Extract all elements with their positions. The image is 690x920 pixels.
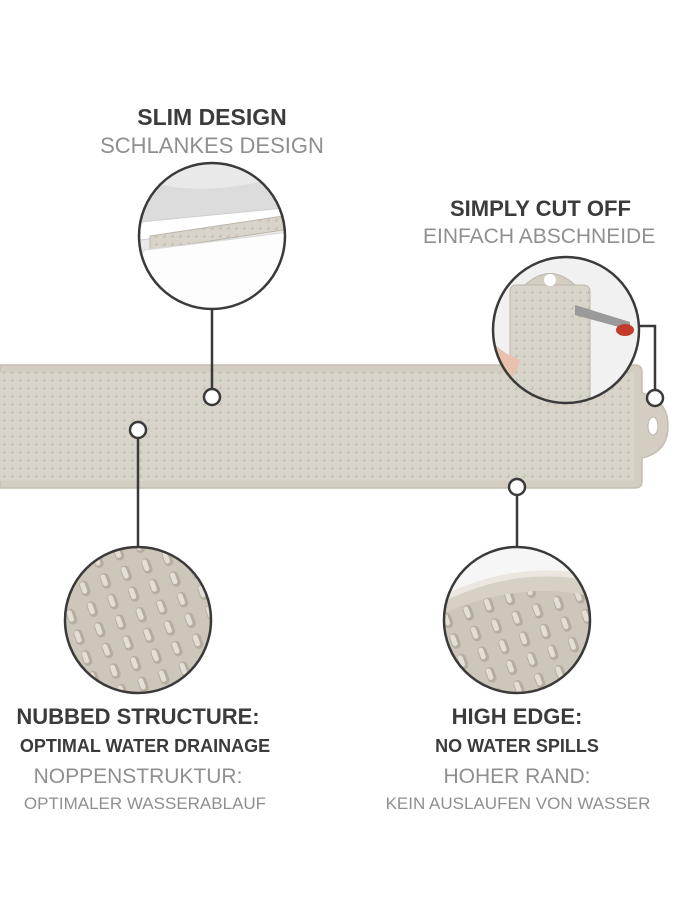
nubbed-title: NUBBED STRUCTURE:	[16, 704, 260, 729]
cut-off-subtitle: EINFACH ABSCHNEIDE	[423, 225, 656, 248]
marker-nubbed	[128, 420, 148, 440]
nubbed-subtitle-sub: OPTIMALER WASSERABLAUF	[23, 794, 267, 813]
detail-high-edge	[442, 545, 592, 695]
high-edge-subtitle-sub: KEIN AUSLAUFEN VON WASSER	[385, 794, 651, 813]
drip-mat	[0, 364, 669, 489]
high-edge-subtitle: HOHER RAND:	[443, 765, 591, 788]
marker-edge	[507, 477, 527, 497]
detail-slim-design	[137, 161, 287, 311]
detail-nubbed-structure	[63, 545, 213, 695]
high-edge-title-sub: NO WATER SPILLS	[435, 736, 599, 756]
marker-slim	[202, 387, 222, 407]
hanging-hole	[647, 416, 659, 436]
nubbed-subtitle: NOPPENSTRUKTUR:	[33, 765, 243, 788]
cut-off-title: SIMPLY CUT OFF	[450, 196, 631, 221]
nubbed-title-sub: OPTIMAL WATER DRAINAGE	[19, 736, 271, 756]
high-edge-title: HIGH EDGE:	[451, 704, 583, 729]
slim-design-subtitle: SCHLANKES DESIGN	[100, 133, 324, 158]
slim-design-title: SLIM DESIGN	[137, 104, 287, 130]
marker-cut	[645, 388, 665, 408]
detail-cut-off	[491, 255, 641, 405]
